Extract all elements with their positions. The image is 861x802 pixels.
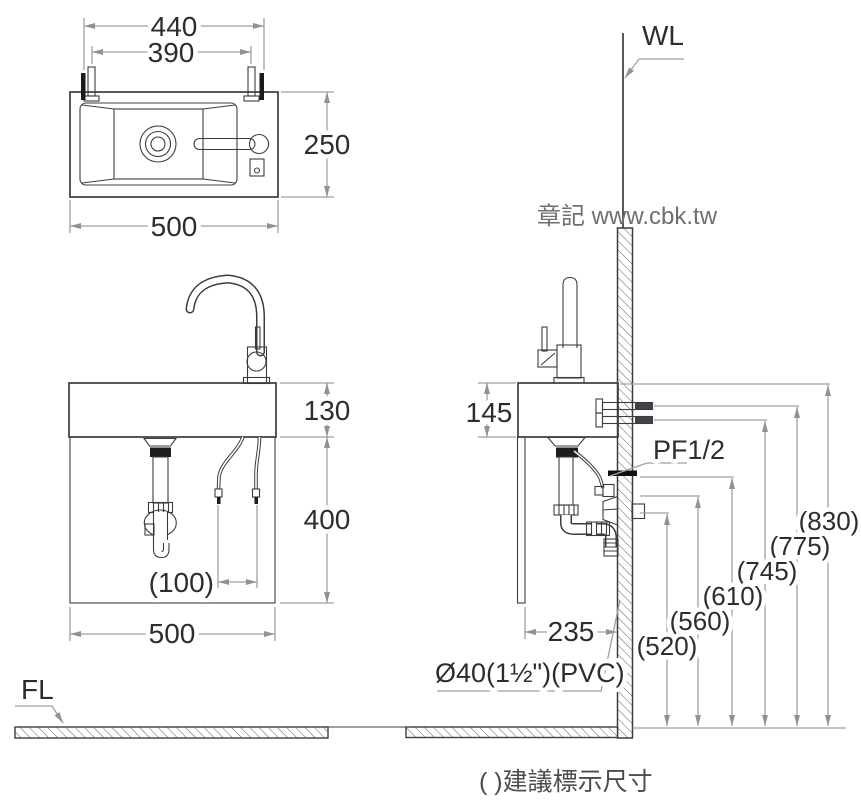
- side-view: [516, 276, 654, 604]
- dim-side-basin-height: 145: [466, 397, 513, 428]
- dim-height-745: (745): [737, 556, 798, 586]
- wall-line: [616, 33, 634, 739]
- faucet-top: [193, 133, 270, 177]
- wall-line-leader: [624, 58, 684, 79]
- dim-front-basin-height: 130: [304, 395, 351, 426]
- top-view: [69, 66, 279, 198]
- drain-pipe-label: Ø40(1½")(PVC): [435, 658, 625, 688]
- supply-thread-label: PF1/2: [653, 435, 725, 465]
- drain-top: [139, 125, 177, 163]
- watermark: 章記 www.cbk.tw: [537, 203, 718, 230]
- wall-line-label: WL: [642, 20, 684, 51]
- dim-height-775: (775): [770, 531, 831, 561]
- drain-pipe-leader: [437, 599, 621, 692]
- mounting-brackets-top: [81, 66, 264, 102]
- drain-trap-front: [142, 437, 178, 559]
- dim-top-depth: 250: [304, 129, 351, 160]
- supply-stub: [608, 470, 637, 476]
- floor-line-label: FL: [21, 674, 54, 705]
- dim-supply-spacing: (100): [149, 567, 214, 598]
- front-view: [68, 274, 277, 604]
- clearance-zone-front: [69, 436, 276, 604]
- wall-hatch: [616, 227, 634, 739]
- floor-line: [14, 726, 846, 739]
- supply-hoses-front: [214, 436, 262, 504]
- footer-note: ( )建議標示尺寸: [479, 768, 653, 796]
- dim-front-clearance: 400: [304, 504, 351, 535]
- mounting-bolts-side: [595, 398, 654, 428]
- dim-height-830: (830): [799, 506, 860, 536]
- supply-thread-leader: [609, 462, 687, 477]
- basin-front: [68, 382, 277, 438]
- dim-bolt-span-outer: 440: [151, 11, 198, 42]
- faucet-front: [185, 274, 271, 385]
- dim-height-520: (520): [637, 631, 698, 661]
- dim-height-560: (560): [670, 606, 731, 636]
- label-backings: [148, 15, 858, 659]
- floor-line-leader: [15, 705, 64, 724]
- wall-flange: [602, 495, 619, 526]
- dim-front-width: 500: [149, 618, 196, 649]
- dim-top-width: 500: [151, 211, 198, 242]
- clearance-zone-side: [516, 436, 526, 604]
- dim-bolt-span-inner: 390: [148, 37, 195, 68]
- faucet-side: [537, 276, 585, 384]
- dim-side-depth: 235: [548, 616, 595, 647]
- dim-height-610: (610): [703, 581, 764, 611]
